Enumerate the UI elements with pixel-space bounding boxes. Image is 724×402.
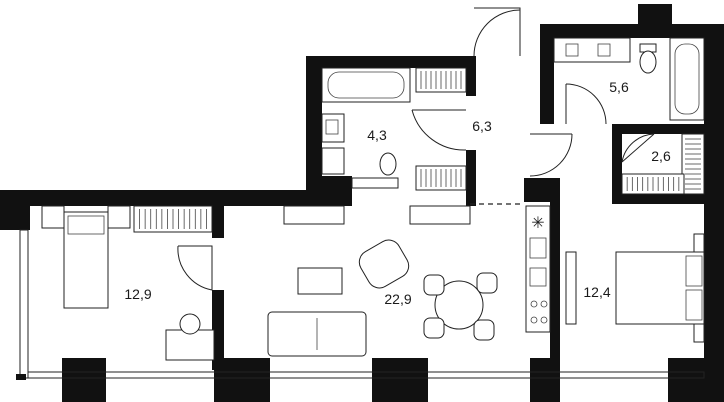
- chair-3-icon: [423, 317, 445, 339]
- area-living: 22,9: [384, 291, 411, 307]
- burner-1-icon: [530, 300, 538, 308]
- burner-3-icon: [530, 316, 538, 324]
- kitchen-sink-icon: [529, 237, 547, 259]
- wall-wardrobe-bottom: [612, 194, 704, 204]
- room-labels: 12,9 22,9 4,3 6,3 5,6 2,6 12,4: [124, 79, 671, 307]
- armchair-icon: [358, 239, 410, 289]
- wall-right: [704, 24, 724, 402]
- pillow-2-icon: [685, 289, 703, 321]
- wall-bathroom-left: [540, 24, 554, 124]
- wall-top-right: [540, 24, 716, 38]
- window-bottom: [27, 371, 705, 379]
- wall-bath-small-right-low: [466, 150, 476, 206]
- wall-divider-bottom: [212, 290, 224, 370]
- right-bedroom-furniture: [565, 233, 705, 343]
- chair-1-icon: [476, 272, 498, 294]
- desk-chair-icon: [179, 313, 201, 335]
- single-bed-pillow: [67, 215, 105, 235]
- area-bath-small: 4,3: [367, 127, 387, 143]
- walls: [0, 4, 724, 402]
- wall-bottom-left: [16, 374, 26, 380]
- area-bedroom-right: 12,4: [583, 284, 610, 300]
- entrance-door-leaf: [474, 7, 521, 56]
- toilet-icon: [639, 50, 657, 74]
- wall-wardrobe-left: [612, 124, 622, 204]
- area-hall: 6,3: [472, 118, 492, 134]
- small-toilet-tank: [351, 177, 399, 189]
- wall-top-left: [4, 190, 308, 206]
- pillar-2: [214, 358, 270, 402]
- bedroom-door-swing: [177, 245, 213, 291]
- window-left: [19, 229, 29, 379]
- area-bedroom-left: 12,9: [124, 286, 151, 302]
- living-furniture: [267, 205, 498, 357]
- area-bathroom: 5,6: [609, 79, 629, 95]
- radiator-living: [283, 205, 345, 225]
- chair-4-icon: [473, 319, 495, 341]
- radiator-living-2: [409, 205, 471, 225]
- area-wardrobe: 2,6: [651, 148, 671, 164]
- desk-icon: [165, 329, 215, 361]
- nightstand-left-icon: [41, 205, 65, 229]
- small-bath-fixtures: [321, 67, 467, 191]
- pillow-1-icon: [685, 255, 703, 287]
- entrance-door-swing: [473, 9, 521, 57]
- bathroom-fixtures: [553, 37, 705, 121]
- left-bedroom-furniture: [41, 205, 215, 361]
- kitchen-door-swing: [529, 133, 573, 177]
- pillar-3: [372, 358, 428, 402]
- bathtub-inner: [674, 43, 700, 115]
- wall-chimney: [638, 4, 672, 38]
- dining-table-icon: [434, 280, 484, 330]
- bathtub-icon: [669, 37, 705, 121]
- tv-panel-icon: [565, 251, 577, 325]
- burner-4-icon: [540, 316, 548, 324]
- nightstand-1-icon: [693, 233, 705, 253]
- wall-corner-left: [0, 190, 30, 230]
- vanity-counter: [553, 37, 631, 63]
- bathroom-door-swing: [565, 83, 607, 125]
- wardrobe-door-leaf: [621, 133, 655, 163]
- washbasin-icon: [321, 113, 345, 143]
- pillar-4: [530, 358, 560, 402]
- coffee-table-icon: [297, 267, 343, 295]
- sink-2-icon: [597, 43, 611, 57]
- wall-wardrobe-top: [612, 124, 704, 134]
- washing-machine-icon: [321, 147, 345, 175]
- chair-2-icon: [423, 274, 445, 296]
- sink-1-icon: [565, 43, 579, 57]
- wall-hall-top: [410, 56, 474, 68]
- dishwasher-icon: [529, 267, 547, 287]
- extractor-icon: ✳: [531, 213, 544, 232]
- washbasin-bowl: [325, 119, 339, 135]
- bedroom-door-leaf: [178, 245, 213, 290]
- doors: [177, 7, 655, 291]
- double-bed-icon: [615, 251, 705, 325]
- wall-bath-left: [306, 56, 322, 206]
- wall-bath-small-right: [466, 56, 476, 96]
- pillar-1: [62, 358, 106, 402]
- wall-pillar-bath: [322, 176, 352, 206]
- small-toilet-icon: [379, 152, 397, 176]
- burner-2-icon: [540, 300, 548, 308]
- small-bathtub-icon: [321, 67, 411, 103]
- single-bed-icon: [63, 211, 109, 309]
- wall-divider-top: [212, 206, 224, 238]
- kitchen-fixtures: ✳: [525, 205, 551, 333]
- wall-bedroom-left: [550, 178, 560, 402]
- bath-door-swing: [411, 109, 467, 151]
- nightstand-right-icon: [107, 205, 131, 229]
- small-bathtub-inner: [327, 71, 405, 99]
- wardrobe-door-swing: [621, 133, 655, 163]
- nightstand-2-icon: [693, 323, 705, 343]
- pillar-5: [668, 358, 724, 402]
